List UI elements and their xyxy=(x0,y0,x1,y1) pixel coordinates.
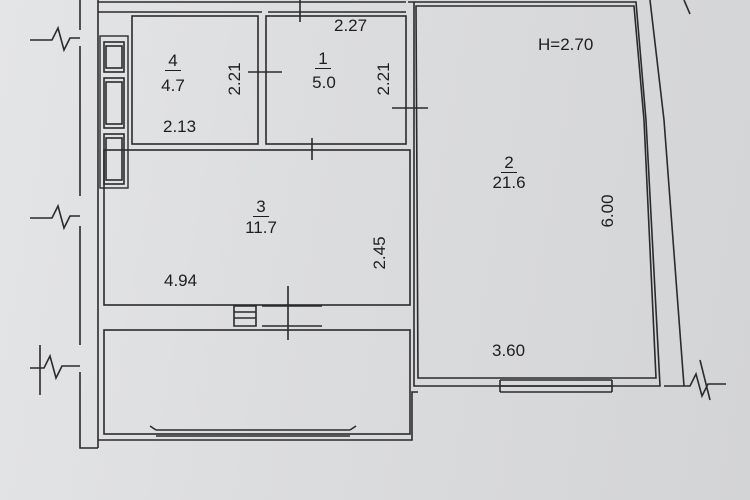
room-2-depth: 6.00 xyxy=(598,194,617,228)
door-balcony xyxy=(233,305,257,327)
break-mark-right xyxy=(664,371,726,399)
break-mark-low-left xyxy=(30,353,80,381)
outer-wall-right xyxy=(649,0,685,387)
room-1-number: 1 xyxy=(308,50,338,69)
room-4-width: 2.13 xyxy=(163,117,197,136)
ceiling-height-label: H=2.70 xyxy=(538,35,594,54)
room-1-outline xyxy=(265,15,407,145)
room-2-number: 2 xyxy=(494,154,524,173)
vent-shaft xyxy=(99,35,129,189)
room-3-area: 11.7 xyxy=(245,218,277,237)
room-3-number: 3 xyxy=(246,198,276,217)
room-2-area: 21.6 xyxy=(492,173,526,192)
room-4-depth: 2.21 xyxy=(225,62,244,96)
room-2-window xyxy=(499,379,613,393)
room-2-outline xyxy=(415,5,657,379)
break-mark-top-left xyxy=(30,25,80,53)
room-2-width: 3.60 xyxy=(492,341,526,360)
balcony-outline xyxy=(103,329,411,435)
break-mark-mid-left xyxy=(30,203,80,231)
room-1-width: 2.27 xyxy=(334,16,368,35)
room-4-outline xyxy=(131,15,259,145)
outer-wall-left xyxy=(79,0,98,449)
room-3-outline xyxy=(103,149,411,306)
room-1-area: 5.0 xyxy=(312,73,336,92)
room-1-depth: 2.21 xyxy=(374,62,393,96)
room-4-area: 4.7 xyxy=(161,76,185,95)
room-3-width: 4.94 xyxy=(164,271,198,290)
balcony-window xyxy=(156,429,350,437)
room-3-depth: 2.45 xyxy=(370,236,389,270)
room-4-number: 4 xyxy=(158,52,188,71)
